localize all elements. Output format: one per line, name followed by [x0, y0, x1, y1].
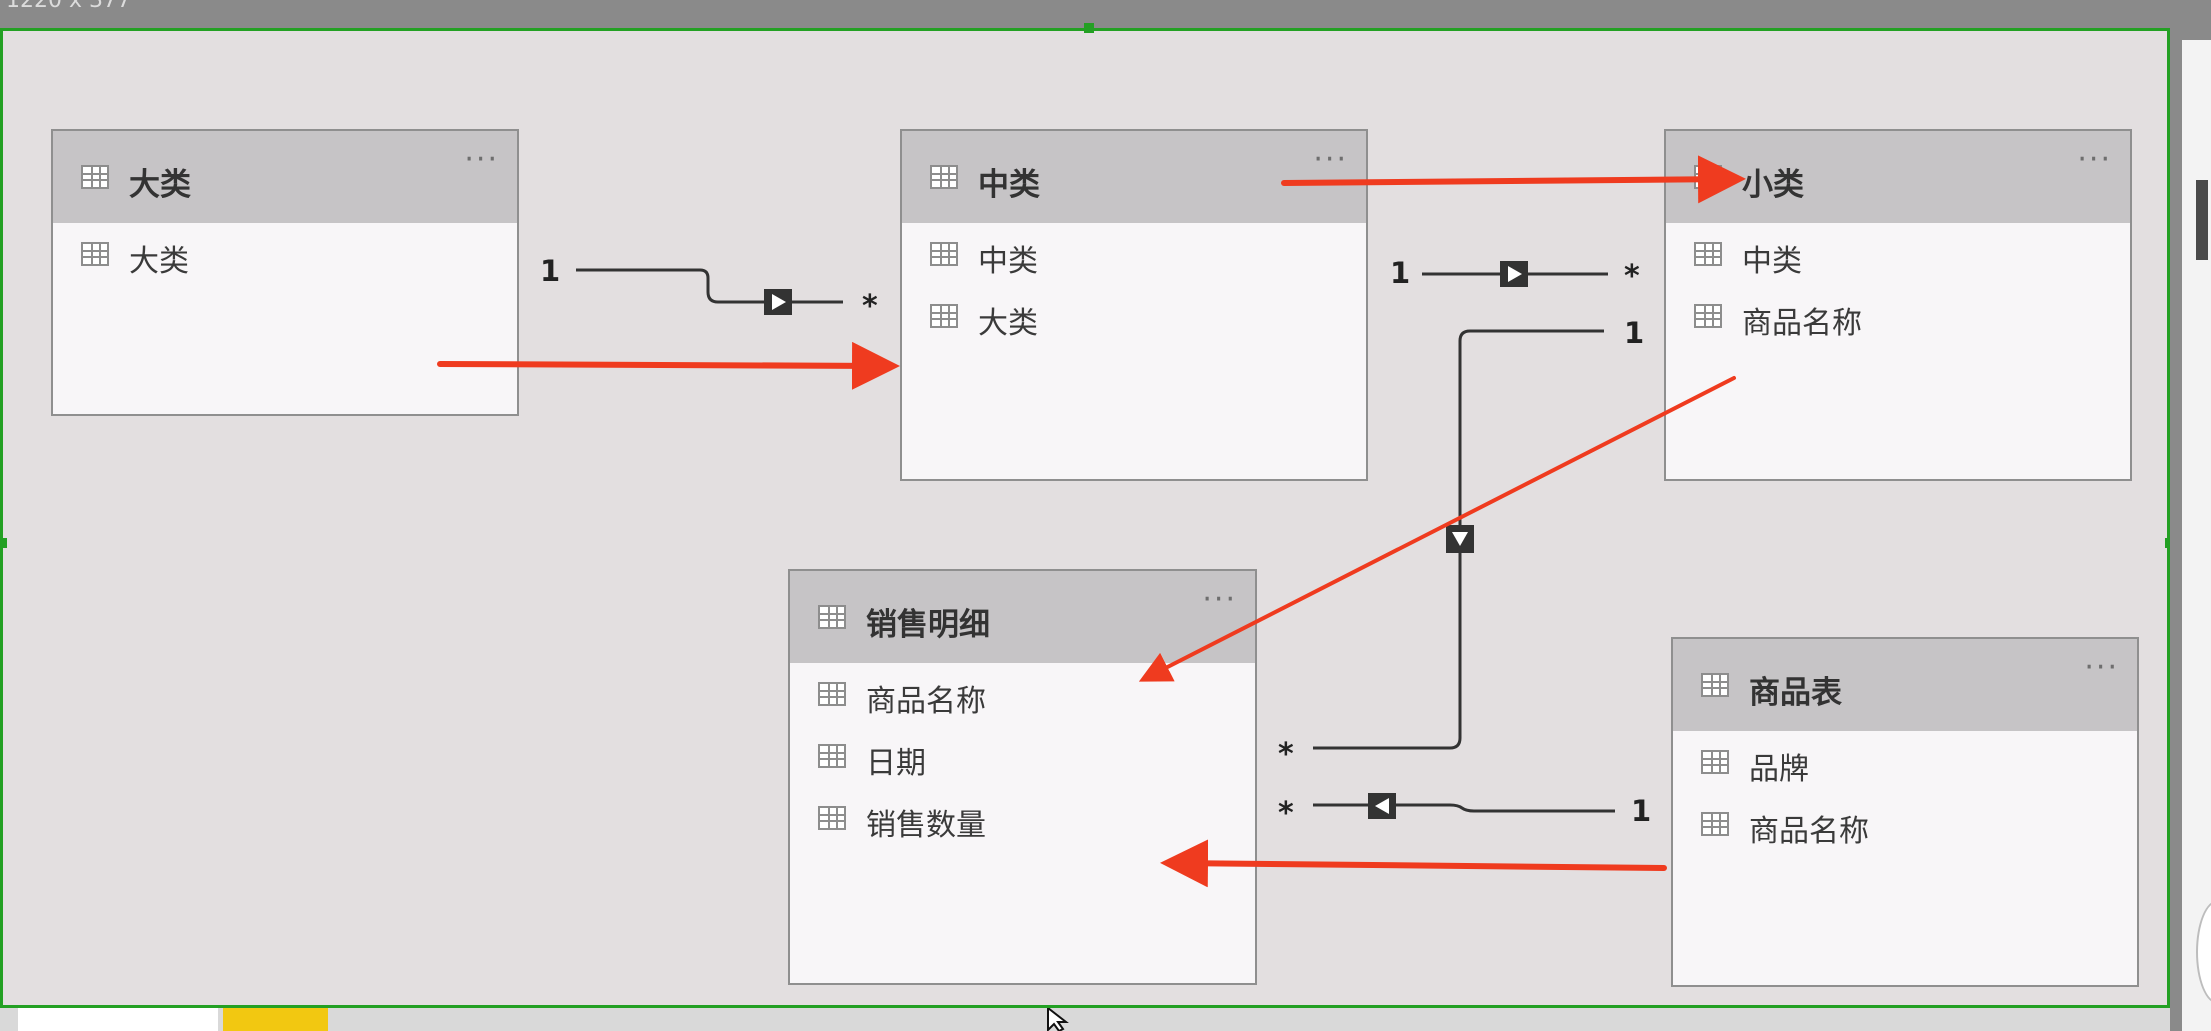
table-header[interactable]: 商品表 ··· — [1673, 639, 2137, 731]
table-grid-icon — [818, 605, 846, 629]
cardinality-one: 1 — [1390, 256, 1411, 290]
resize-handle-top-middle[interactable] — [1084, 23, 1094, 33]
page-tab-add[interactable] — [223, 1008, 328, 1031]
cardinality-many: * — [1278, 737, 1294, 772]
table-grid-icon — [1701, 812, 1729, 836]
field-label: 大类 — [129, 244, 189, 279]
table-grid-icon — [1701, 673, 1729, 697]
panel-mark — [2196, 180, 2208, 260]
table-grid-icon — [81, 165, 109, 189]
mouse-pointer-icon — [1047, 1008, 1069, 1031]
table-grid-icon — [930, 242, 958, 266]
ellipsis-icon[interactable]: ··· — [1313, 142, 1348, 177]
field-row[interactable]: 商品名称 — [1673, 802, 2137, 852]
direction-arrow-icon — [1368, 793, 1396, 819]
table-grid-icon — [81, 242, 109, 266]
table-grid-icon — [1701, 750, 1729, 774]
field-label: 商品名称 — [866, 684, 986, 719]
field-row[interactable]: 品牌 — [1673, 740, 2137, 790]
field-row[interactable]: 日期 — [790, 734, 1255, 784]
ellipsis-icon[interactable]: ··· — [2084, 650, 2119, 685]
cardinality-one: 1 — [1631, 794, 1652, 828]
field-label: 商品名称 — [1742, 306, 1862, 341]
table-card-xiaoshoumingxi[interactable]: 销售明细 ··· 商品名称 日期 销售数量 — [788, 569, 1257, 985]
direction-arrow-icon — [1500, 261, 1528, 287]
table-grid-icon — [818, 744, 846, 768]
cardinality-many: * — [862, 289, 878, 324]
canvas-size-strip: 1220 x 377 — [0, 0, 2211, 28]
field-row[interactable]: 销售数量 — [790, 796, 1255, 846]
field-label: 中类 — [1742, 244, 1802, 279]
cardinality-many: * — [1624, 259, 1640, 294]
table-header[interactable]: 销售明细 ··· — [790, 571, 1255, 663]
table-grid-icon — [930, 304, 958, 328]
field-label: 中类 — [978, 244, 1038, 279]
table-grid-icon — [1694, 304, 1722, 328]
table-card-shangpinbiao[interactable]: 商品表 ··· 品牌 商品名称 — [1671, 637, 2139, 987]
field-label: 商品名称 — [1749, 814, 1869, 849]
direction-arrow-icon — [1446, 525, 1474, 553]
page-tab-bar — [0, 1008, 2170, 1031]
ellipsis-icon[interactable]: ··· — [464, 142, 499, 177]
field-label: 大类 — [978, 306, 1038, 341]
table-header[interactable]: 大类 ··· — [53, 131, 517, 223]
field-label: 日期 — [866, 746, 926, 781]
field-row[interactable]: 中类 — [902, 232, 1366, 282]
table-title: 销售明细 — [866, 607, 990, 643]
field-row[interactable]: 商品名称 — [790, 672, 1255, 722]
field-label: 销售数量 — [866, 808, 986, 843]
relationship-line-dalei-zhonglei[interactable] — [576, 268, 843, 315]
relationship-line-xiaolei-xiaoshou[interactable] — [1313, 329, 1604, 750]
cardinality-one: 1 — [1624, 316, 1645, 350]
relationship-line-shangpin-xiaoshou[interactable] — [1313, 793, 1615, 819]
cardinality-one: 1 — [540, 254, 561, 288]
table-grid-icon — [1694, 242, 1722, 266]
field-row[interactable]: 中类 — [1666, 232, 2130, 282]
table-title: 小类 — [1742, 167, 1804, 203]
table-header[interactable]: 中类 ··· — [902, 131, 1366, 223]
ellipsis-icon[interactable]: ··· — [2077, 142, 2112, 177]
table-grid-icon — [818, 682, 846, 706]
resize-handle-left-middle[interactable] — [0, 538, 7, 548]
direction-arrow-icon — [764, 289, 792, 315]
table-title: 大类 — [129, 167, 191, 203]
canvas-size-label: 1220 x 377 — [6, 0, 131, 13]
page-tab-active[interactable] — [18, 1008, 218, 1031]
table-grid-icon — [930, 165, 958, 189]
table-title: 中类 — [978, 167, 1040, 203]
field-row[interactable]: 大类 — [53, 232, 517, 282]
ellipsis-icon[interactable]: ··· — [1202, 582, 1237, 617]
field-row[interactable]: 商品名称 — [1666, 294, 2130, 344]
relationship-line-zhonglei-xiaolei[interactable] — [1422, 261, 1608, 287]
table-card-zhonglei[interactable]: 中类 ··· 中类 大类 — [900, 129, 1368, 481]
annotation-arrows — [437, 155, 1746, 888]
field-label: 品牌 — [1749, 752, 1809, 787]
table-title: 商品表 — [1749, 675, 1842, 711]
table-card-dalei[interactable]: 大类 ··· 大类 — [51, 129, 519, 416]
table-grid-icon — [818, 806, 846, 830]
field-row[interactable]: 大类 — [902, 294, 1366, 344]
cardinality-many: * — [1278, 796, 1294, 831]
